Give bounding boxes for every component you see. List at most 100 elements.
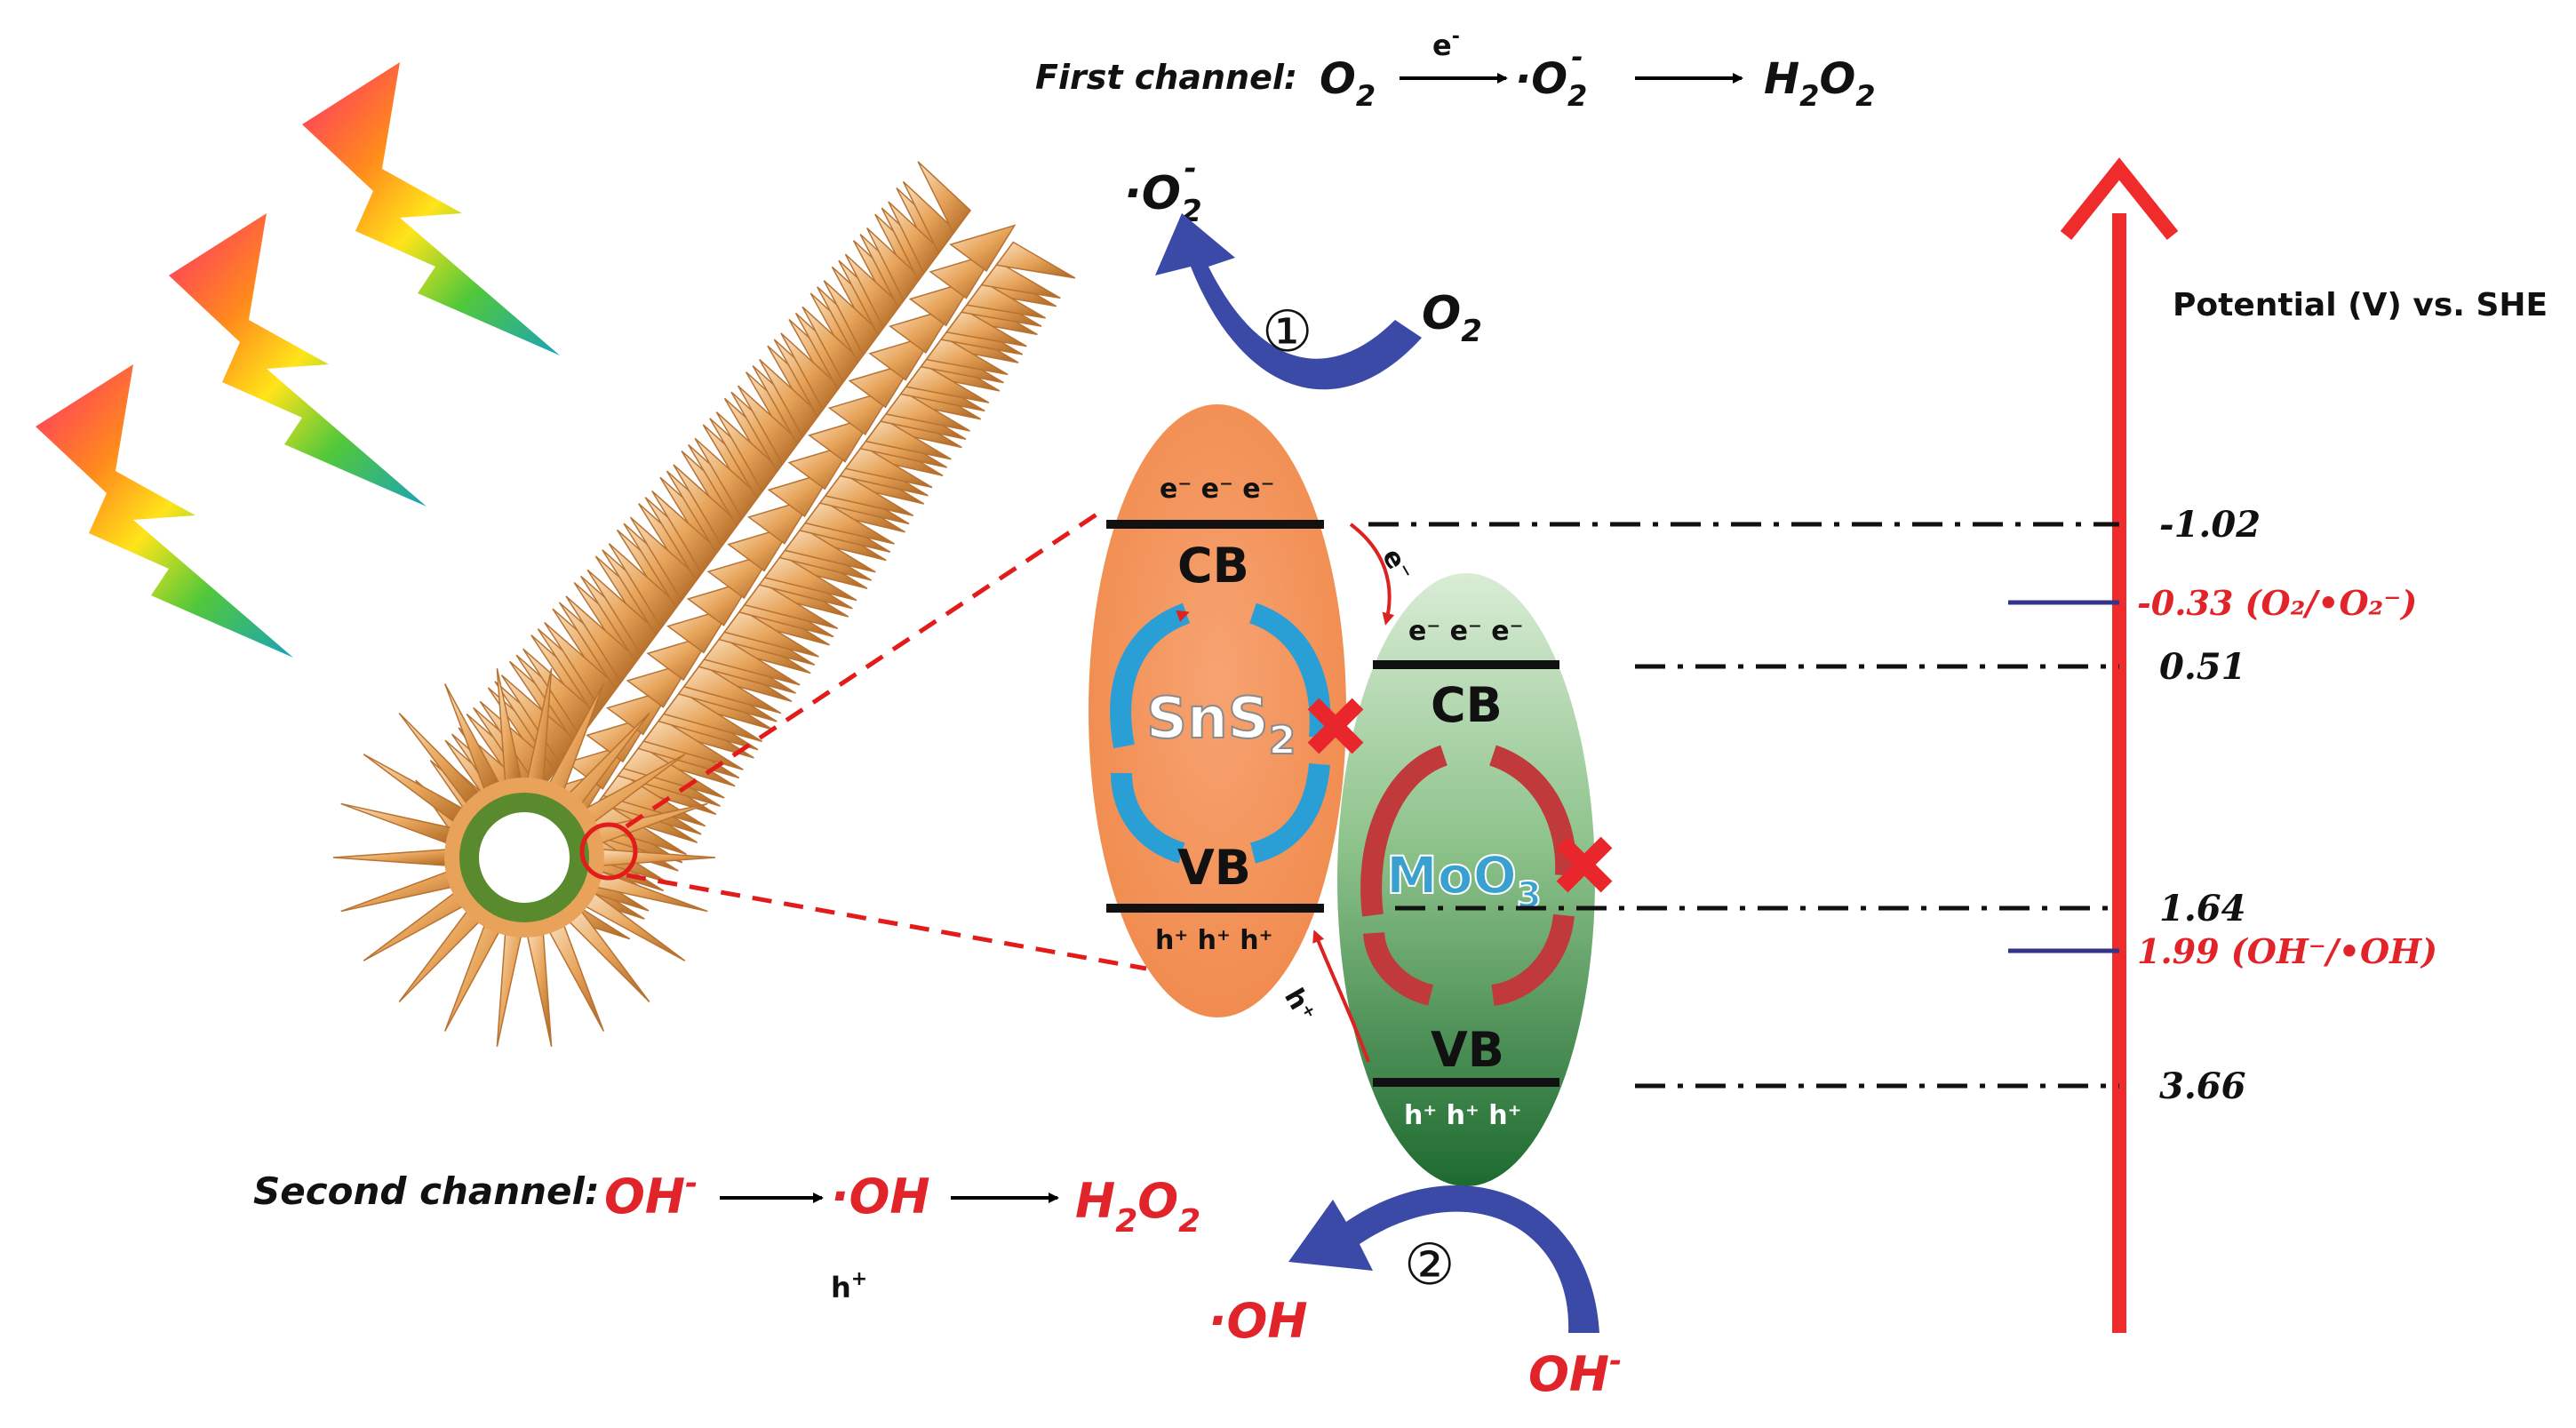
zoom-line-bottom bbox=[626, 873, 1147, 971]
nanosheet-spike bbox=[673, 464, 740, 547]
nanosheet-spike bbox=[565, 595, 639, 684]
nanosheet-spike bbox=[884, 390, 970, 432]
nanosheet-spike bbox=[980, 261, 1061, 299]
potential-axis-title: Potential (V) vs. SHE bbox=[2173, 287, 2548, 323]
moo3-cb-label: CB bbox=[1431, 677, 1503, 733]
sns2-cb-label: CB bbox=[1177, 538, 1249, 594]
potential-level-label: -1.02 bbox=[2159, 504, 2261, 546]
lightning-bolt-icon bbox=[302, 62, 560, 355]
nanosheet-spike bbox=[586, 569, 659, 657]
nanosheet-spike bbox=[629, 516, 700, 602]
bottom-curved-arrow bbox=[1288, 1185, 1599, 1333]
nanosheet-spike bbox=[844, 253, 902, 330]
bottom-radical: ·OH bbox=[1208, 1293, 1308, 1349]
nanosheet-spike bbox=[763, 554, 857, 602]
nanosheet-spike bbox=[622, 745, 725, 799]
lightning-bolt-icon bbox=[36, 364, 293, 658]
blocked-x-icon bbox=[1556, 836, 1613, 893]
potential-level-label: 1.64 bbox=[2159, 888, 2245, 929]
nanosheet-spike bbox=[332, 848, 455, 867]
blocked-x-icon bbox=[1307, 698, 1364, 754]
light-bolts bbox=[36, 62, 560, 658]
lightning-bolt-icon bbox=[169, 213, 427, 507]
sns2-semiconductor: e⁻ e⁻ e⁻ CB SnS2 VB h⁺ h⁺ h⁺ bbox=[1089, 404, 1346, 1017]
nanosheet-spike bbox=[917, 161, 972, 235]
nanosheet-spike bbox=[888, 201, 942, 275]
nanosheet-spike bbox=[824, 472, 914, 516]
first-o2: O2 bbox=[1320, 54, 1376, 113]
hydroxyl-oxidation-cycle: ·OH OH- ② bbox=[1208, 1185, 1622, 1402]
nanosheet-spike bbox=[844, 444, 933, 489]
nanosheet-spike bbox=[737, 385, 801, 466]
second-radical: ·OH bbox=[831, 1169, 930, 1225]
nanosheet-spike bbox=[925, 335, 1009, 376]
moo3-holes: h⁺ h⁺ h⁺ bbox=[1404, 1100, 1521, 1131]
oxygen-reduction-cycle: ·O2- O2 ① bbox=[1124, 151, 1482, 390]
second-channel-equation: Second channel: OH- ·OH H2O2 h+ bbox=[253, 1166, 1200, 1304]
moo3-cycle-arrow-icon bbox=[1360, 745, 1448, 917]
nanosheet-spike bbox=[823, 280, 881, 356]
potential-axis: Potential (V) vs. SHE -1.02-0.33 (O₂/•O₂… bbox=[1368, 157, 2548, 1333]
moo3-vb-label: VB bbox=[1431, 1022, 1504, 1078]
first-channel-label: First channel: bbox=[1035, 58, 1297, 97]
moo3-electrons: e⁻ e⁻ e⁻ bbox=[1408, 616, 1523, 647]
nanosheet-spike bbox=[544, 621, 619, 711]
nanosheet-spike bbox=[864, 417, 952, 460]
sns2-holes: h⁺ h⁺ h⁺ bbox=[1155, 925, 1272, 956]
step-1-marker: ① bbox=[1262, 299, 1312, 365]
potential-level-label: 1.99 (OH⁻/•OH) bbox=[2137, 931, 2437, 971]
sns2-cycle-arrow-icon bbox=[1111, 772, 1185, 864]
top-o2: O2 bbox=[1422, 287, 1482, 349]
bottom-oh: OH- bbox=[1528, 1344, 1622, 1402]
first-channel-equation: First channel: O2 e- ·O2- H2O2 bbox=[1035, 26, 1876, 113]
nanosheet-spike bbox=[759, 358, 821, 438]
potential-level-label: 0.51 bbox=[2159, 646, 2245, 688]
nanosheet-spike bbox=[522, 648, 599, 738]
moo3-cycle-arrow-icon bbox=[1363, 931, 1434, 1006]
nanosheet-spike bbox=[902, 180, 957, 255]
nanosheet-spike bbox=[562, 904, 650, 1003]
hole-transfer-arrow bbox=[1312, 929, 1370, 1063]
nanosheet-spike bbox=[524, 925, 553, 1047]
nanosheet-spike bbox=[662, 690, 763, 743]
first-product: H2O2 bbox=[1764, 54, 1876, 113]
nanosheet-spike bbox=[949, 224, 1017, 272]
nanosheet-spike bbox=[965, 281, 1046, 319]
nanosheet-spike bbox=[803, 499, 895, 545]
nanosheet-spike bbox=[642, 717, 744, 770]
nanosheet-spike bbox=[994, 241, 1076, 279]
nanotube-ring bbox=[459, 793, 589, 922]
moo3-cycle-arrow-icon bbox=[1490, 913, 1575, 1006]
electron-transfer-arrow bbox=[1349, 523, 1395, 626]
nanosheet-spike bbox=[743, 581, 839, 630]
first-radical: ·O2- bbox=[1515, 40, 1587, 113]
nanosheet-spike bbox=[694, 437, 761, 520]
moo3-semiconductor: e⁻ e⁻ e⁻ CB MoO3 VB h⁺ h⁺ h⁺ bbox=[1337, 573, 1595, 1186]
nanosheet-spike bbox=[905, 363, 990, 403]
second-hole-label: h+ bbox=[831, 1268, 867, 1304]
nanosheet-spike bbox=[651, 490, 720, 575]
nanosheet-spike bbox=[722, 608, 819, 658]
zoom-circle bbox=[579, 822, 638, 881]
sns2-cycle-arrow-icon bbox=[1110, 602, 1191, 749]
nanosheet-spike bbox=[682, 663, 782, 714]
nanosheet-spike bbox=[784, 526, 876, 573]
second-product: H2O2 bbox=[1075, 1173, 1200, 1240]
nanosheet-spike bbox=[398, 904, 486, 1003]
nanosheet-spike bbox=[802, 306, 861, 384]
second-channel-label: Second channel: bbox=[253, 1169, 600, 1213]
nanosheet-spike bbox=[703, 635, 801, 686]
nanosheet-spike bbox=[945, 308, 1027, 347]
nanosheet-spike bbox=[496, 925, 524, 1047]
step-2-marker: ② bbox=[1404, 1233, 1455, 1298]
top-radical: ·O2- bbox=[1124, 151, 1202, 229]
sns2-vb-label: VB bbox=[1177, 840, 1251, 896]
hole-transfer-label: h⁺ bbox=[1278, 984, 1321, 1028]
electron-transfer-label: e⁻ bbox=[1376, 544, 1418, 587]
nanosheet-spike bbox=[865, 227, 922, 302]
potential-axis-arrowhead-icon bbox=[2060, 157, 2179, 240]
top-curved-arrow bbox=[1155, 213, 1422, 390]
nanosheet-spike bbox=[715, 411, 780, 493]
nanosheet-spike bbox=[780, 332, 841, 411]
sns2-name: SnS2 bbox=[1146, 686, 1296, 763]
